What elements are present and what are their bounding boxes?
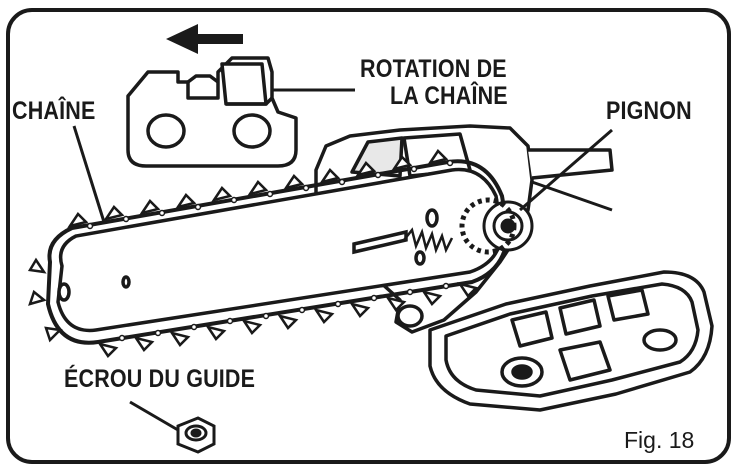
label-chain-rotation-line1: ROTATION DE bbox=[360, 55, 507, 83]
label-sprocket: PIGNON bbox=[606, 97, 692, 125]
leader-chain bbox=[72, 125, 106, 223]
arrow-left-icon bbox=[166, 24, 243, 54]
leader-guide-nut bbox=[129, 400, 179, 432]
leader-sprocket bbox=[519, 128, 613, 212]
chain-tensioner bbox=[403, 227, 454, 254]
chain-rivets bbox=[86, 159, 454, 342]
sprocket bbox=[459, 197, 534, 255]
label-guide-nut: ÉCROU DU GUIDE bbox=[64, 365, 256, 393]
saw-chain bbox=[27, 149, 511, 358]
label-chain-rotation-line2: LA CHAÎNE bbox=[390, 82, 508, 110]
chain-link-detail bbox=[126, 56, 298, 168]
guide-bar bbox=[56, 167, 504, 333]
guide-nut bbox=[129, 400, 216, 454]
label-chain: CHAÎNE bbox=[12, 97, 96, 125]
side-cover bbox=[428, 270, 714, 412]
figure-label: Fig. 18 bbox=[624, 427, 695, 453]
